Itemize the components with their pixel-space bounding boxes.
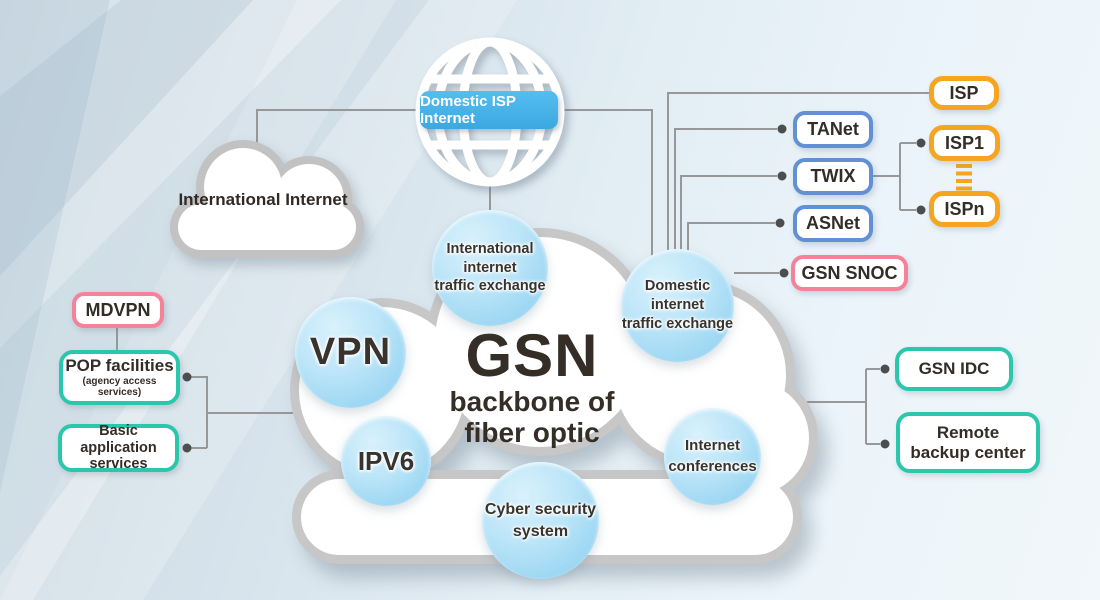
gsn-title: GSN backbone of fiber optic bbox=[430, 326, 634, 449]
basic-services-line1: Basic application bbox=[80, 423, 157, 456]
gsn-idc-label: GSN IDC bbox=[918, 359, 990, 379]
bubble-line: conferences bbox=[668, 457, 757, 475]
bubble-internet-conferences: Internet conferences bbox=[664, 408, 761, 505]
international-internet-label: International Internet bbox=[172, 189, 354, 211]
gsn-title-main: GSN bbox=[465, 322, 599, 389]
node-isp: ISP bbox=[929, 76, 999, 110]
gsn-snoc-label: GSN SNOC bbox=[801, 262, 898, 283]
asnet-label: ASNet bbox=[805, 213, 860, 234]
gsn-subtitle-line2: fiber optic bbox=[464, 417, 600, 449]
basic-services-line2: services bbox=[89, 456, 148, 473]
node-ispn: ISPn bbox=[929, 191, 1000, 227]
node-basic-application-services: Basic application services bbox=[58, 423, 179, 473]
bubble-cyber-security: Cyber security system bbox=[482, 462, 599, 579]
twix-label: TWIX bbox=[810, 166, 856, 187]
isp1-label: ISP1 bbox=[944, 132, 985, 153]
node-isp1: ISP1 bbox=[929, 125, 1000, 161]
bubble-line: Internet bbox=[684, 437, 740, 455]
node-asnet: ASNet bbox=[793, 205, 873, 242]
banner-label: Domestic ISP Internet bbox=[420, 93, 516, 127]
node-mdvpn: MDVPN bbox=[72, 292, 164, 328]
bubble-ipv6: IPV6 bbox=[341, 416, 431, 506]
bubble-line: system bbox=[512, 522, 569, 540]
bubble-line: traffic exchange bbox=[621, 315, 734, 332]
node-pop-facilities: POP facilities (agency access services) bbox=[59, 350, 180, 405]
international-internet-line2: Internet bbox=[285, 190, 348, 209]
tanet-label: TANet bbox=[807, 119, 859, 140]
node-twix: TWIX bbox=[793, 158, 873, 195]
bubble-line: Domestic internet bbox=[644, 278, 711, 314]
remote-backup-line1: Remote bbox=[936, 422, 1000, 442]
bubble-international-traffic-exchange: International internet traffic exchange bbox=[432, 210, 548, 326]
node-remote-backup-center: Remote backup center bbox=[896, 412, 1040, 473]
ipv6-label: IPV6 bbox=[357, 445, 415, 476]
node-gsn-snoc: GSN SNOC bbox=[791, 255, 908, 291]
bubble-line: traffic exchange bbox=[434, 278, 546, 295]
node-gsn-idc: GSN IDC bbox=[895, 347, 1013, 391]
bubble-line: internet bbox=[463, 259, 517, 276]
gsn-subtitle-line1: backbone of bbox=[449, 386, 615, 417]
bubble-line: Cyber security bbox=[484, 500, 597, 518]
node-tanet: TANet bbox=[793, 111, 873, 148]
bubble-domestic-traffic-exchange: Domestic internet traffic exchange bbox=[621, 249, 734, 362]
domestic-isp-internet-banner: Domestic ISP Internet bbox=[420, 91, 558, 129]
pop-facilities-subtitle: (agency access services) bbox=[82, 375, 157, 399]
ispn-label: ISPn bbox=[944, 198, 985, 219]
vpn-label: VPN bbox=[309, 331, 392, 373]
remote-backup-line2: backup center bbox=[910, 442, 1026, 462]
bubble-line: International bbox=[446, 240, 534, 257]
isp-label: ISP bbox=[949, 82, 979, 103]
international-internet-line1: International bbox=[178, 190, 281, 209]
bubble-vpn: VPN bbox=[295, 297, 406, 408]
pop-facilities-title: POP facilities bbox=[65, 356, 174, 376]
mdvpn-label: MDVPN bbox=[85, 299, 151, 320]
